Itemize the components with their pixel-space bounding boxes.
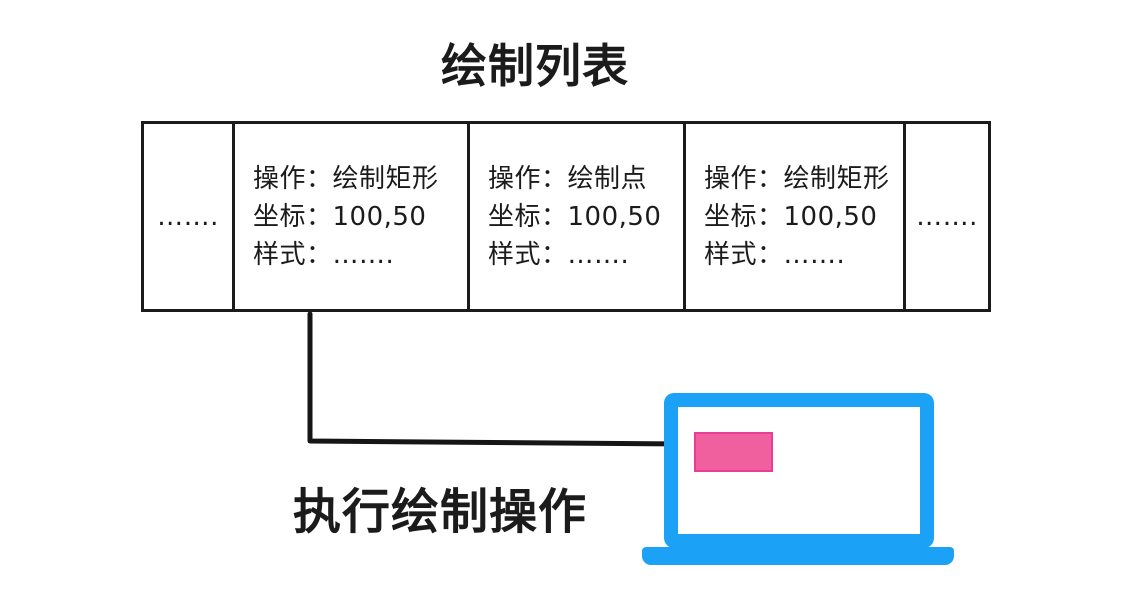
draw-list-table: ……. 操作：绘制矩形 坐标：100,50 样式：……. 操作：绘制点 坐标：1… <box>141 121 991 312</box>
cell-line-coords: 坐标：100,50 <box>704 201 878 232</box>
cell-line-coords: 坐标：100,50 <box>253 201 427 232</box>
drawn-rectangle <box>694 432 773 472</box>
cell-line-operation: 操作：绘制点 <box>488 163 648 194</box>
table-cell-ellipsis-left: ……. <box>144 124 232 309</box>
cell-line-style: 样式：……. <box>488 239 630 270</box>
execute-draw-label: 执行绘制操作 <box>293 484 588 540</box>
cell-line: ……. <box>157 201 219 232</box>
table-cell-draw-point: 操作：绘制点 坐标：100,50 样式：……. <box>467 124 683 309</box>
diagram-title: 绘制列表 <box>441 39 629 93</box>
table-cell-draw-rect-1: 操作：绘制矩形 坐标：100,50 样式：……. <box>232 124 467 309</box>
cell-line-style: 样式：……. <box>704 239 846 270</box>
cell-line-coords: 坐标：100,50 <box>488 201 662 232</box>
arrow-elbow-line <box>307 311 689 447</box>
table-cell-draw-rect-2: 操作：绘制矩形 坐标：100,50 样式：……. <box>683 124 903 309</box>
laptop-base <box>642 547 954 565</box>
cell-line-operation: 操作：绘制矩形 <box>253 163 439 194</box>
cell-line-operation: 操作：绘制矩形 <box>704 163 890 194</box>
cell-line-style: 样式：……. <box>253 239 395 270</box>
table-cell-ellipsis-right: ……. <box>903 124 988 309</box>
cell-line: ……. <box>916 201 978 232</box>
